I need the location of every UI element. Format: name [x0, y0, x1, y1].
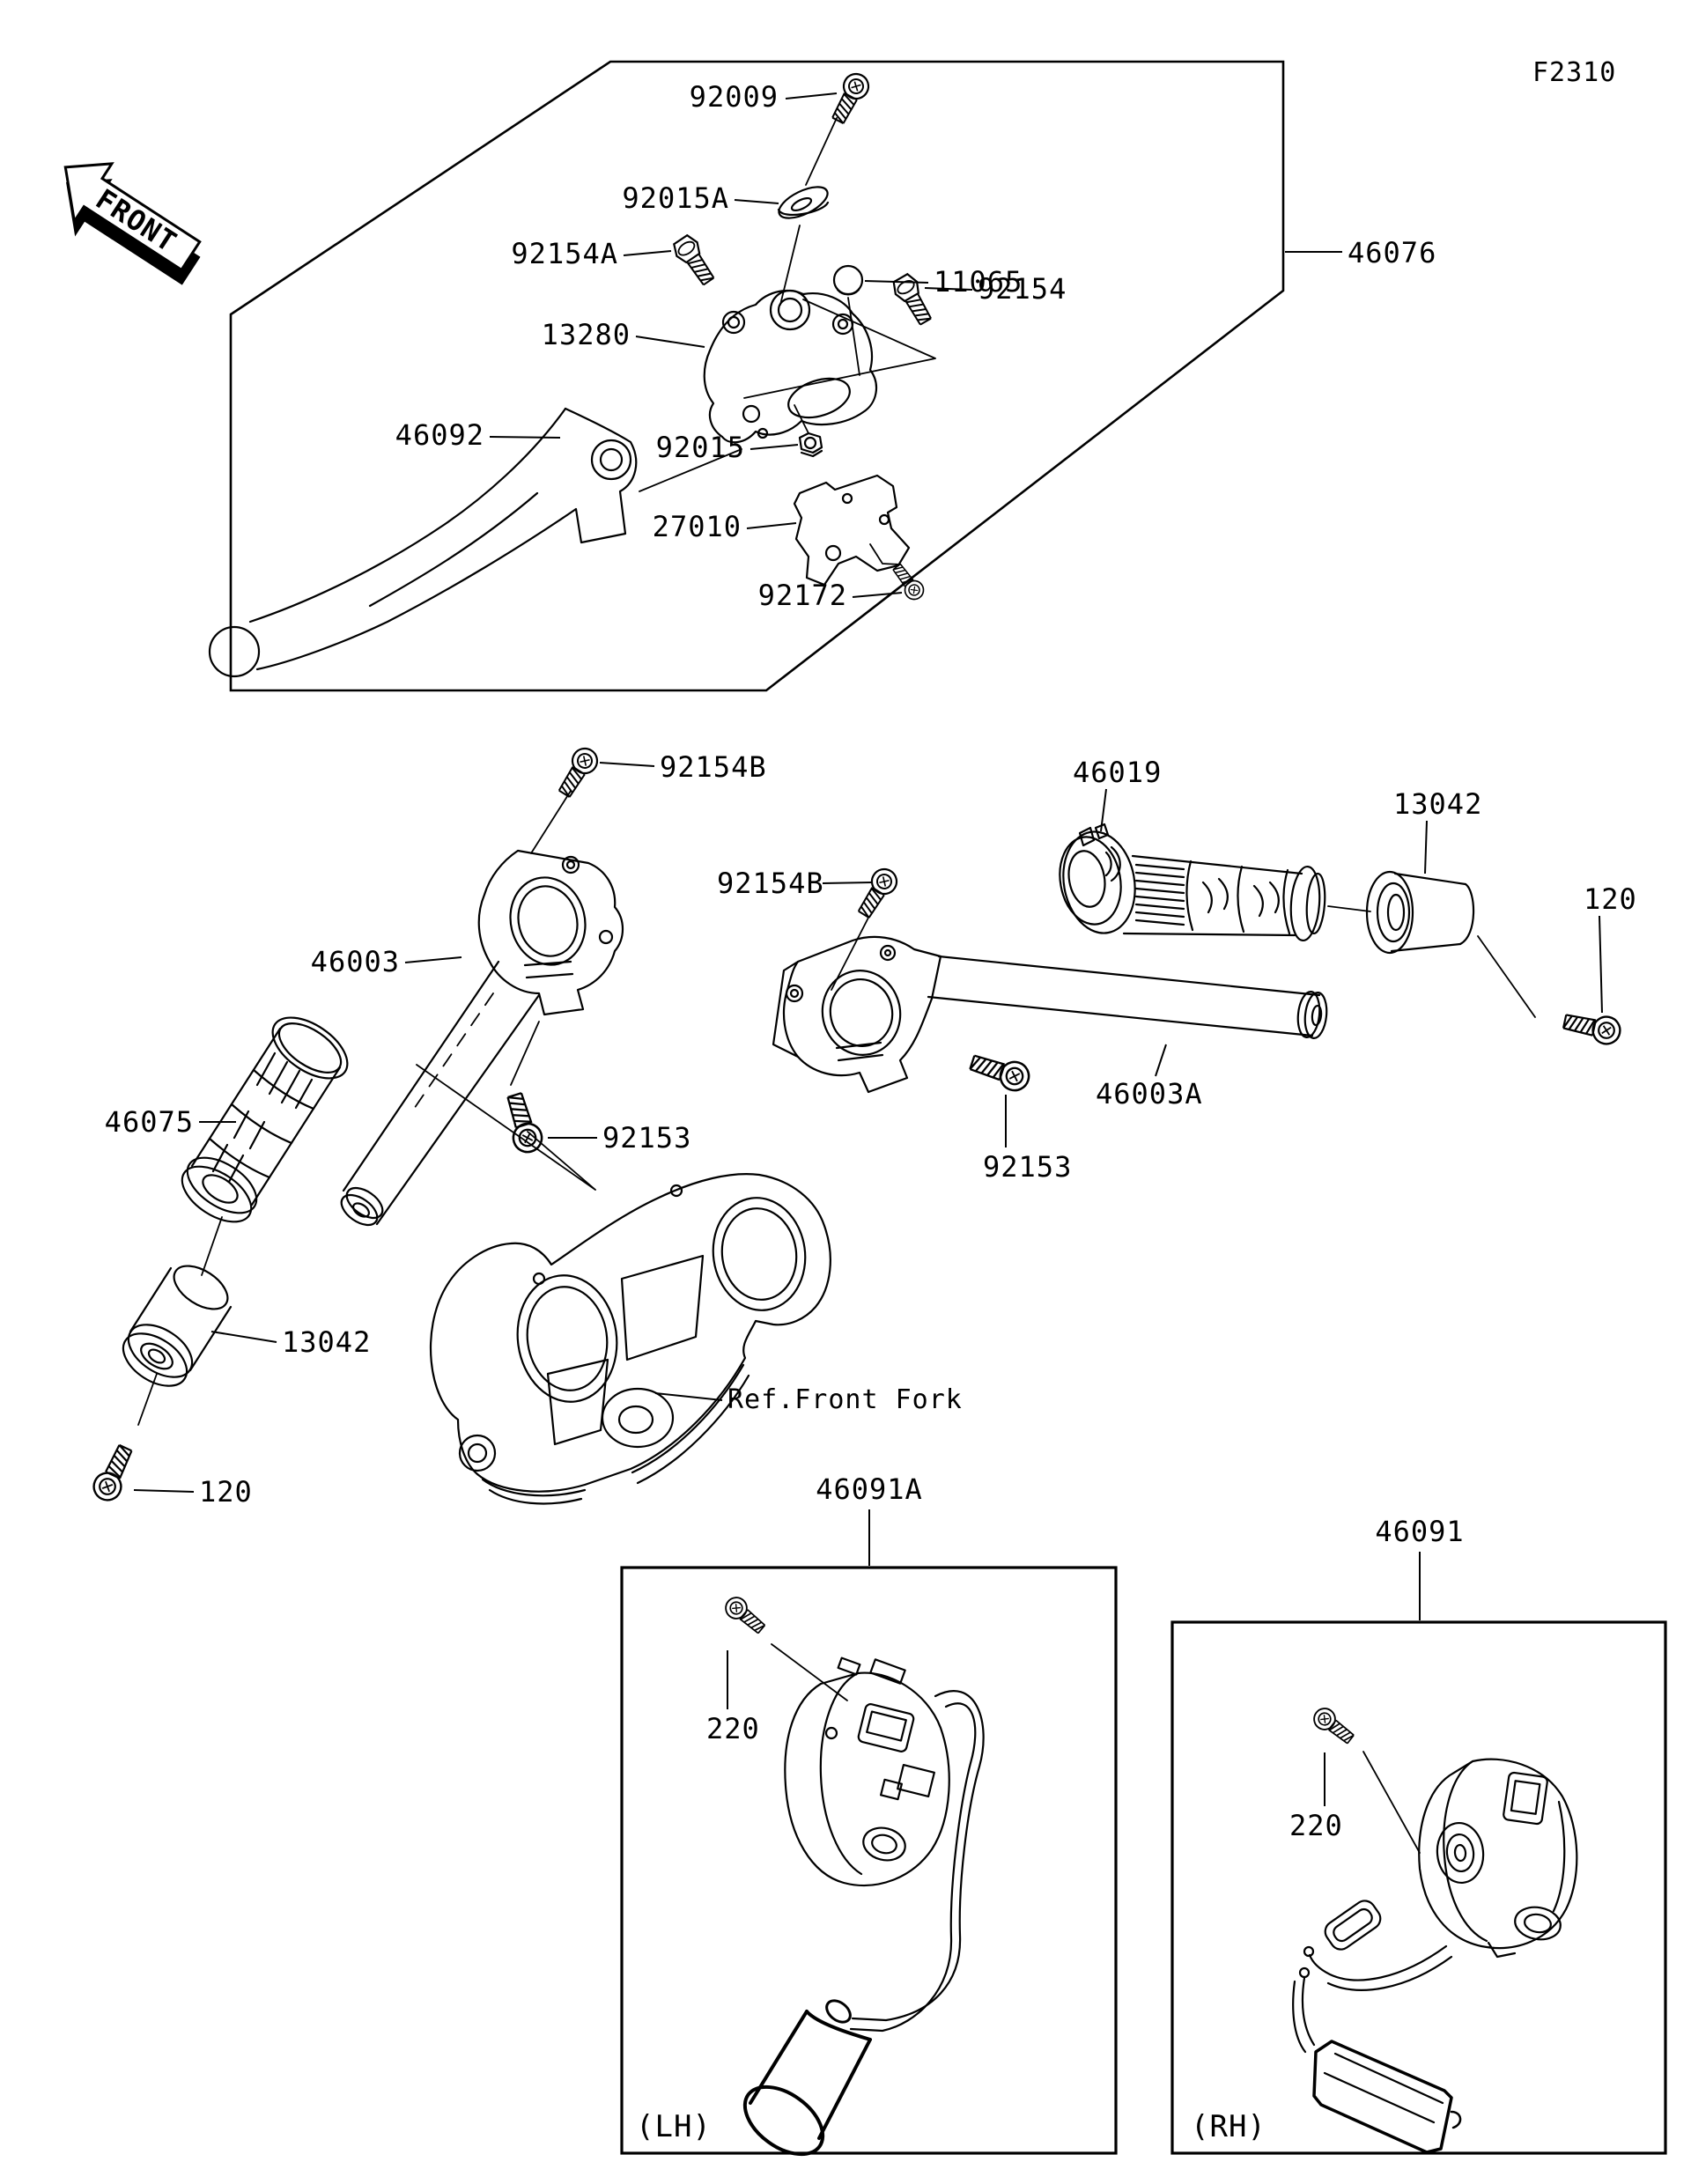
- label-46076: 46076: [1348, 236, 1436, 269]
- label-46091A: 46091A: [816, 1472, 923, 1506]
- label-ref-front-fork: Ref.Front Fork: [727, 1384, 963, 1415]
- bar-end-weight-13042-right: [1365, 870, 1475, 955]
- label-92153-1: 92153: [602, 1121, 691, 1155]
- label-f2310: F2310: [1532, 57, 1616, 88]
- leader-13042-R: [1424, 820, 1428, 874]
- screw-220-left: [720, 1592, 770, 1639]
- lh-switch-box: [620, 1566, 1118, 2155]
- screw-220-right: [1309, 1703, 1358, 1749]
- label-120-R: 120: [1584, 882, 1637, 916]
- screw-92154B-left: [552, 742, 603, 801]
- leader-13042-L: [210, 1331, 277, 1343]
- label-120-L: 120: [199, 1475, 253, 1509]
- leader-46003A: [1155, 1044, 1167, 1077]
- label-13042-L: 13042: [282, 1325, 371, 1359]
- leader-11065: [864, 280, 929, 284]
- leader-46003: [404, 956, 462, 963]
- front-direction-arrow: FRONT: [63, 162, 202, 285]
- bracket-27010: [793, 474, 911, 587]
- bar-tube-46003: [340, 960, 541, 1227]
- screw-92154B-right: [852, 863, 903, 922]
- label-27010: 27010: [653, 510, 742, 543]
- label-46003A: 46003A: [1096, 1077, 1203, 1110]
- label-92009: 92009: [690, 80, 779, 114]
- nut-92015: [798, 432, 823, 458]
- leader-92154: [924, 287, 973, 291]
- clamp-46003A: [772, 935, 942, 1094]
- label-46091: 46091: [1375, 1515, 1464, 1548]
- lh-switch-cable: [849, 1690, 985, 2033]
- label-13042-R: 13042: [1393, 787, 1482, 821]
- lever-46092: [208, 407, 638, 678]
- screw-92153-right: [966, 1047, 1034, 1096]
- ball-11065: [832, 264, 864, 296]
- bolt-92154: [889, 270, 938, 329]
- bolt-92154A: [669, 232, 720, 290]
- label-92153-2: 92153: [983, 1150, 1072, 1184]
- label-46019: 46019: [1073, 756, 1162, 789]
- leader-13280: [635, 336, 705, 348]
- leader-92154B-2: [822, 882, 873, 884]
- label-92154B-2: 92154B: [717, 867, 824, 900]
- triple-clamp-ref-front-fork: [429, 1173, 831, 1505]
- rh-switch-housing-46091: [1418, 1758, 1578, 1959]
- leader-120-L: [133, 1489, 195, 1493]
- rh-switch-cable: [1292, 1900, 1453, 2054]
- label-11065: 11065: [934, 265, 1023, 299]
- lh-cable-connector: [742, 1999, 872, 2157]
- leader-46019: [1100, 788, 1107, 832]
- rh-switch-box: [1170, 1620, 1667, 2155]
- screw-92153-left: [499, 1089, 547, 1157]
- rh-cable-connector: [1312, 2040, 1462, 2154]
- label-220-R: 220: [1289, 1809, 1343, 1842]
- leader-46092: [489, 436, 561, 439]
- assembly-46076-box: [229, 60, 1285, 692]
- screw-120-left: [88, 1441, 139, 1506]
- bar-tube-46003A: [927, 955, 1328, 1039]
- label-46003: 46003: [311, 945, 400, 978]
- label-46075: 46075: [105, 1105, 194, 1139]
- label-92015: 92015: [656, 431, 745, 464]
- label-220-L: 220: [706, 1712, 760, 1745]
- holder-13280: [703, 289, 878, 444]
- leader-92009: [785, 92, 838, 100]
- screw-120-right: [1561, 1007, 1624, 1048]
- label-lh-caption: (LH): [636, 2109, 712, 2144]
- label-92172: 92172: [758, 579, 847, 612]
- label-92154B-1: 92154B: [660, 750, 767, 784]
- lh-switch-housing-46091A: [784, 1656, 950, 1886]
- label-rh-caption: (RH): [1191, 2109, 1266, 2144]
- leader-92154A: [623, 250, 672, 256]
- leader-ref-front-fork: [654, 1392, 723, 1401]
- label-46092: 46092: [395, 418, 484, 452]
- label-13280: 13280: [542, 318, 631, 351]
- bolt-92009: [825, 68, 875, 128]
- leader-92015A: [734, 199, 779, 204]
- screw-92172: [888, 560, 928, 604]
- label-92015A: 92015A: [622, 181, 729, 215]
- leader-120-R: [1599, 915, 1603, 1014]
- throttle-grip-46019: [1059, 823, 1326, 942]
- label-92154A: 92154A: [511, 237, 618, 270]
- label-92154: 92154: [978, 272, 1067, 306]
- leader-92172: [852, 592, 903, 598]
- leader-92015: [750, 444, 799, 450]
- washer-92015A: [777, 186, 830, 219]
- leader-27010: [746, 522, 797, 529]
- assembly-lines: [137, 117, 1536, 1854]
- grip-46075: [181, 1016, 349, 1223]
- leader-92154B-1: [599, 762, 655, 767]
- bar-end-weight-13042-left: [122, 1265, 233, 1387]
- clamp-46003: [477, 849, 624, 1016]
